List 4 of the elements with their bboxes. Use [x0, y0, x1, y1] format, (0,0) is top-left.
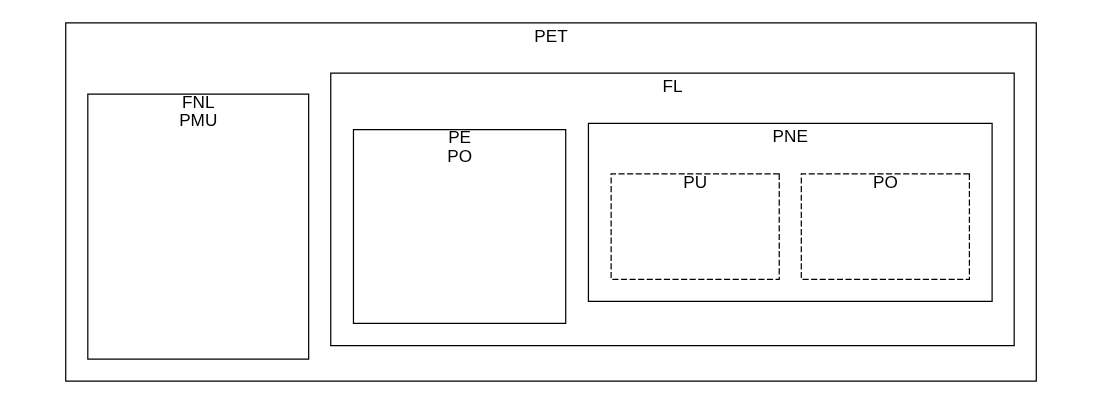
- node-box: PO: [800, 173, 970, 280]
- node-box: FNL PMU: [86, 93, 309, 360]
- node-box: PE PO: [352, 129, 566, 325]
- node-box: PU: [610, 173, 780, 280]
